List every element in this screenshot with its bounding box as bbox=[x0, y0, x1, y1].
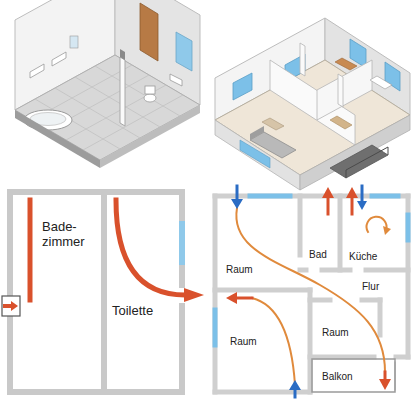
room-label: Flur bbox=[362, 281, 379, 293]
room-label: Raum bbox=[230, 336, 257, 348]
bathroom-rendering bbox=[15, 0, 200, 168]
room-label: Bad bbox=[309, 249, 327, 261]
room-label: Küche bbox=[349, 251, 377, 263]
room-label: Bade- zimmer bbox=[42, 220, 96, 250]
bathroom-plan bbox=[2, 192, 204, 392]
room-label: Raum bbox=[322, 327, 349, 339]
room-label: Toilette bbox=[112, 304, 153, 319]
room-label: Raum bbox=[226, 264, 253, 276]
apartment-plan bbox=[215, 186, 408, 397]
apartment-rendering bbox=[215, 18, 410, 190]
room-label: Balkon bbox=[322, 371, 353, 383]
